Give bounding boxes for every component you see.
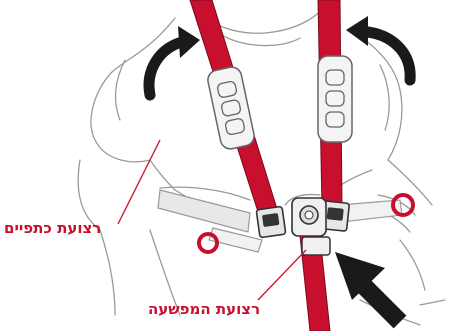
- crotch-strap-label: רצועת המפשעה: [148, 300, 260, 318]
- shoulder-label-leader: [118, 140, 160, 224]
- crotch-strap: [300, 236, 330, 331]
- waist-strap-right: [340, 195, 413, 222]
- straight-arrow-icon: [335, 252, 400, 322]
- curved-arrow-icon: [346, 16, 410, 80]
- curved-arrow-icon: [149, 26, 200, 95]
- center-buckle: [292, 198, 326, 236]
- crotch-label-leader: [258, 250, 306, 300]
- shoulder-strap-label: רצועת כתפיים: [4, 219, 101, 237]
- shoulder-pad-right: [318, 56, 352, 142]
- shoulder-strap-right: [318, 0, 352, 208]
- shoulder-pad-left: [206, 65, 256, 150]
- buckle-left: [256, 206, 286, 237]
